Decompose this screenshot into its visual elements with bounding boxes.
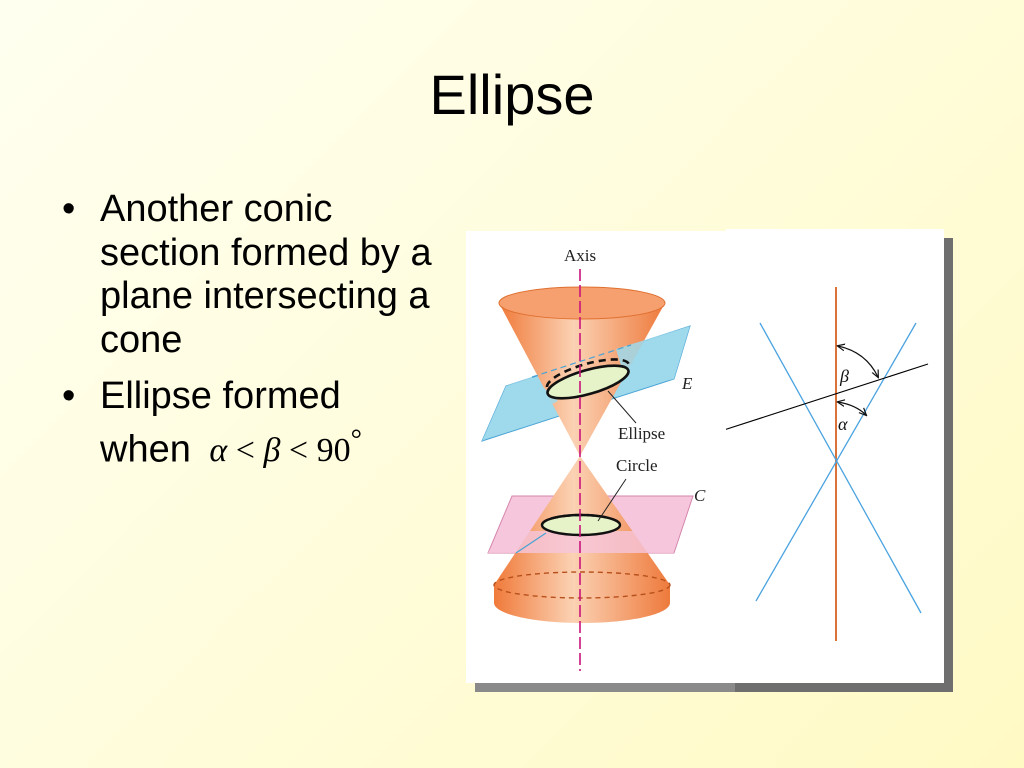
plane-c-edge-line xyxy=(515,532,547,554)
beta-label: β xyxy=(839,366,849,386)
angle-diagram: β α xyxy=(726,229,944,683)
ellipse-section xyxy=(546,364,630,400)
bullet-list: • Another conic section formed by a plan… xyxy=(58,188,438,485)
circle-leader xyxy=(597,478,627,522)
plane-e-front-right xyxy=(616,326,690,389)
math-degree: ° xyxy=(350,424,362,456)
circle-section-hidden xyxy=(540,513,622,526)
math-ninety: 90 xyxy=(316,431,351,469)
ellipse-section-hidden xyxy=(545,358,631,388)
angle-diagram-svg: β α xyxy=(726,287,929,641)
generator-line-1 xyxy=(759,322,922,614)
plane-e-hidden-edge xyxy=(531,344,632,378)
math-beta: β xyxy=(263,431,281,469)
math-alpha: α xyxy=(209,431,228,469)
cutting-plane-line xyxy=(726,363,929,430)
axis-label: Axis xyxy=(564,246,596,265)
alpha-label: α xyxy=(838,414,848,434)
angle-inequality: α < β < 90° xyxy=(209,425,362,469)
bullet-text-ellipse-condition: Ellipse formed when xyxy=(100,375,341,470)
alpha-arc xyxy=(838,402,866,415)
slide-title: Ellipse xyxy=(429,63,595,126)
math-lt-2: < xyxy=(288,431,309,469)
plane-e-label: E xyxy=(681,374,693,393)
plane-c-label: C xyxy=(694,486,706,505)
lower-cone-base-dashed xyxy=(493,571,671,599)
bullet-item-ellipse-condition: • Ellipse formed when α < β < 90° xyxy=(58,375,438,472)
bullet-item-conic: • Another conic section formed by a plan… xyxy=(58,188,438,362)
plane-e-front xyxy=(482,377,558,441)
bullet-text-conic: Another conic section formed by a plane … xyxy=(100,188,432,361)
generator-line-2 xyxy=(755,322,917,602)
bullet-icon: • xyxy=(62,375,76,417)
beta-arc xyxy=(838,346,878,377)
bullet-icon: • xyxy=(62,188,76,230)
math-lt-1: < xyxy=(235,431,255,469)
cone-sections-svg: Axis xyxy=(481,246,706,671)
circle-label: Circle xyxy=(616,456,658,475)
ellipse-label: Ellipse xyxy=(618,424,665,443)
ellipse-leader xyxy=(607,390,637,424)
plane-c-front xyxy=(488,531,674,553)
cone-sections-diagram: Axis xyxy=(466,231,734,683)
upper-cone-rim xyxy=(498,286,666,320)
